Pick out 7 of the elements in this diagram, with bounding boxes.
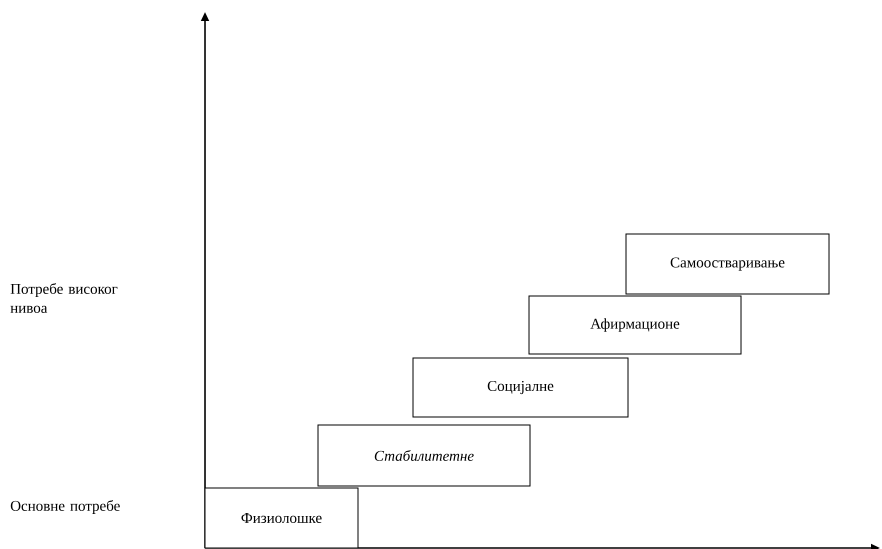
need-box: Стабилитетне [318, 424, 530, 486]
axis-label: Потребе високог нивоа [10, 283, 118, 313]
need-box: Самоостваривање [626, 234, 830, 294]
need-box: Афирмационе [528, 296, 742, 354]
need-box: Физиолошке [204, 488, 358, 548]
need-box: Социјалне [412, 358, 628, 418]
axis-label: Основне потребе [10, 500, 120, 514]
